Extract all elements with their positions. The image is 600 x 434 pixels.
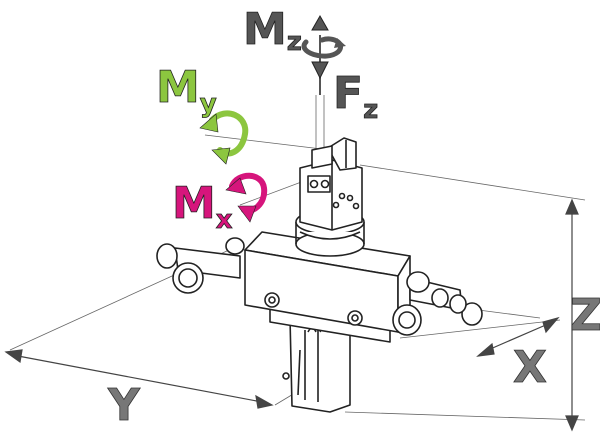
- upper-module: [299, 159, 363, 231]
- my-label: My: [156, 62, 217, 119]
- z-axis-label: Z: [570, 290, 600, 341]
- dimension-x: [476, 316, 560, 357]
- mz-rotation-icon: [301, 36, 344, 59]
- my-vector: [199, 110, 249, 165]
- mx-vector: [225, 172, 268, 223]
- x-axis-label: X: [513, 342, 547, 393]
- fz-label: Fz: [333, 68, 378, 125]
- fz-arrow-down-icon: [311, 61, 329, 80]
- z-vector: [301, 14, 346, 95]
- mx-label: Mx: [172, 178, 233, 235]
- my-rotation-icon: [209, 110, 249, 157]
- dimension-z: [565, 198, 579, 432]
- fz-arrow-up-icon: [311, 14, 329, 31]
- mz-label: Mz: [243, 4, 302, 57]
- gripper-body: [156, 137, 483, 413]
- y-axis-label: Y: [107, 380, 141, 431]
- dimension-y: [4, 349, 274, 409]
